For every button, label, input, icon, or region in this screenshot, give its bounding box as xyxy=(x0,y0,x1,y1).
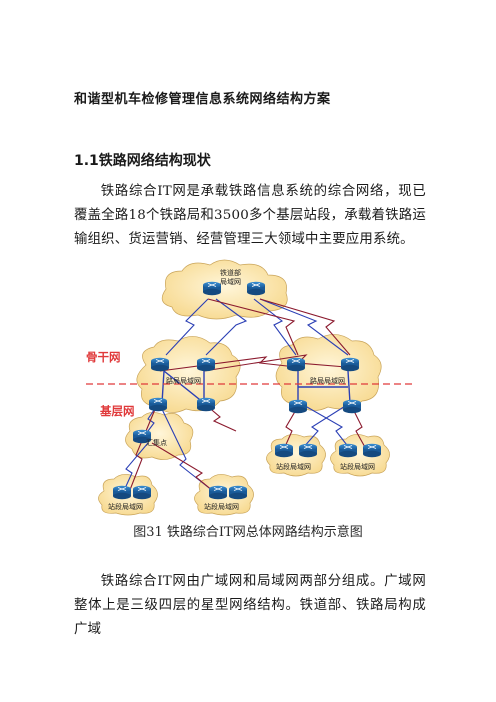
document-title: 和谐型机车检修管理信息系统网络结构方案 xyxy=(74,92,331,107)
label-base-network: 基层网 xyxy=(99,404,135,418)
paragraph-1: 铁路综合IT网是承载铁路信息系统的综合网络，现已覆盖全路18个铁路局和3500多… xyxy=(74,184,426,247)
label-station-lan-r1: 站段局域网 xyxy=(276,462,311,471)
bureau-cloud-right xyxy=(275,334,382,411)
label-station-lan-l1: 站段局域网 xyxy=(108,502,143,511)
label-bureau-lan-left: 路局局域网 xyxy=(166,376,201,385)
label-ministry-2: 局域网 xyxy=(220,277,241,286)
label-station-lan-l2: 站段局域网 xyxy=(204,502,239,511)
hub-cloud xyxy=(125,412,194,460)
label-station-lan-r2: 站段局域网 xyxy=(340,462,375,471)
network-diagram: 铁道部 局域网 骨干网 基层网 路局局域网 路局局域网 汇集点 站段局域网 站段… xyxy=(86,259,412,516)
paragraph-2: 铁路综合IT网由广域网和局域网两部分组成。广域网整体上是三级四层的星型网络结构。… xyxy=(74,574,426,637)
label-bureau-lan-right: 路局局域网 xyxy=(310,376,345,385)
label-backbone: 骨干网 xyxy=(86,350,121,364)
label-hub: 汇集点 xyxy=(146,438,167,447)
top-cloud xyxy=(161,259,288,320)
section-heading: 1.1铁路网络结构现状 xyxy=(74,153,211,169)
label-ministry-1: 铁道部 xyxy=(220,268,241,277)
figure-caption: 图31 铁路综合IT网总体网路结构示意图 xyxy=(133,525,363,540)
lan-links xyxy=(161,370,351,404)
